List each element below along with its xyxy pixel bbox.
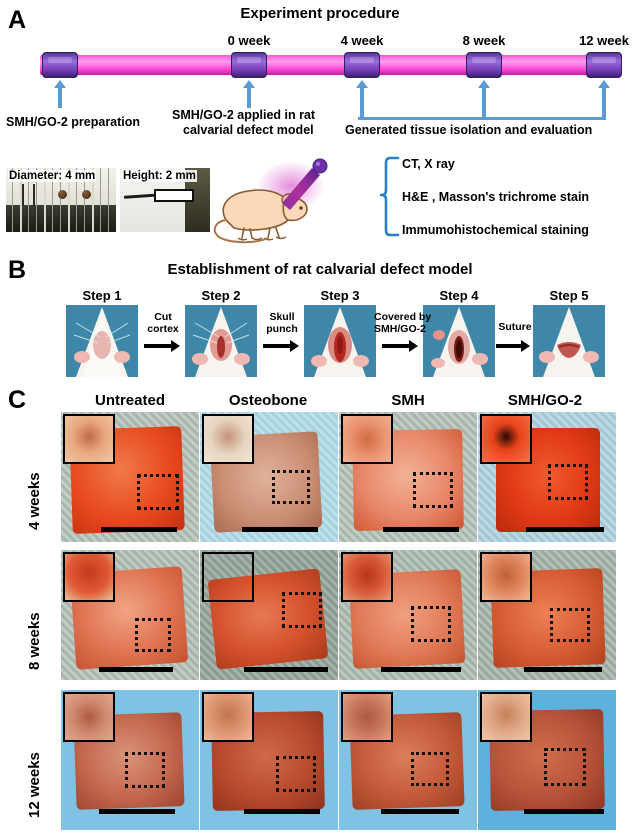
arrow-up-4week	[356, 80, 368, 120]
caption-applied-line2: calvarial defect model	[183, 123, 314, 137]
caption-preparation: SMH/GO-2 preparation	[6, 115, 141, 129]
step-photo-2	[185, 305, 257, 377]
cell-smhgo2-4weeks	[478, 412, 616, 542]
transition-caption-2: Skull punch	[259, 311, 305, 336]
cell-osteobone-4weeks	[200, 412, 338, 542]
panel-c-letter: C	[8, 386, 27, 414]
step-label-4: Step 4	[439, 288, 479, 303]
step-photo-3	[304, 305, 376, 377]
cell-smh-12weeks	[339, 690, 477, 830]
row-header-8weeks: 8 weeks	[26, 612, 43, 670]
panel-a-title: Experiment procedure	[240, 5, 400, 22]
transition-4-line1: Suture	[498, 321, 532, 333]
analysis-method-he-masson: H&E , Masson's trichrome stain	[402, 190, 590, 204]
transition-arrow-4	[496, 340, 530, 352]
step-label-1: Step 1	[82, 288, 122, 303]
rat-illustration	[208, 158, 358, 248]
timeline-block-12week[interactable]	[586, 52, 622, 78]
analysis-method-ihc: Immumohistochemical staining	[402, 223, 589, 237]
timeline-label-8week: 8 week	[462, 33, 506, 48]
evaluation-connector-line	[358, 117, 602, 120]
analysis-method-ct-xray: CT, X ray	[402, 157, 455, 171]
cell-osteobone-12weeks	[200, 690, 338, 830]
column-header-untreated: Untreated	[94, 392, 165, 409]
caption-applied-line1: SMH/GO-2 applied in rat	[172, 108, 316, 122]
step-photo-4	[423, 305, 495, 377]
panel-b-letter: B	[8, 256, 27, 284]
transition-2-line2: punch	[266, 322, 298, 335]
transition-1-line1: Cut	[154, 311, 172, 323]
cell-smh-4weeks	[339, 412, 477, 542]
step-photo-5	[533, 305, 605, 377]
transition-caption-3: Covered by SMH/GO-2	[374, 311, 431, 336]
cell-smhgo2-12weeks	[478, 690, 616, 830]
step-label-5: Step 5	[549, 288, 589, 303]
arrow-up-8week	[478, 80, 490, 120]
timeline-block-0week[interactable]	[231, 52, 267, 78]
column-header-osteobone: Osteobone	[228, 392, 308, 409]
transition-2-line1: Skull	[269, 311, 295, 323]
cell-untreated-4weeks	[61, 412, 199, 542]
timeline-bar	[40, 55, 620, 75]
timeline-block-4week[interactable]	[344, 52, 380, 78]
cell-smhgo2-8weeks	[478, 550, 616, 680]
cell-untreated-12weeks	[61, 690, 199, 830]
analysis-bracket	[372, 156, 400, 237]
panel-a-letter: A	[8, 6, 27, 34]
transition-arrow-2	[263, 340, 299, 352]
step-label-3: Step 3	[320, 288, 360, 303]
row-header-4weeks: 4 weeks	[26, 472, 43, 530]
timeline-label-0week: 0 week	[227, 33, 271, 48]
column-header-smh: SMH	[391, 392, 425, 409]
caption-evaluation: Generated tissue isolation and evaluatio…	[345, 123, 593, 137]
cell-smh-8weeks	[339, 550, 477, 680]
timeline-block-start[interactable]	[42, 52, 78, 78]
timeline-label-12week: 12 week	[579, 33, 629, 48]
row-header-12weeks: 12 weeks	[26, 752, 43, 818]
column-header-smhgo2: SMH/GO-2	[507, 392, 583, 409]
transition-caption-1: Cut cortex	[140, 311, 186, 336]
step-photo-1	[66, 305, 138, 377]
panel-b-title: Establishment of rat calvarial defect mo…	[167, 261, 473, 278]
transition-arrow-1	[144, 340, 180, 352]
transition-3-line2: SMH/GO-2	[374, 322, 426, 335]
cell-osteobone-8weeks	[200, 550, 338, 680]
transition-caption-4: Suture	[495, 321, 535, 334]
arrow-up-start	[54, 80, 66, 108]
transition-1-line2: cortex	[147, 322, 179, 335]
arrow-up-12week	[598, 80, 610, 120]
timeline-block-8week[interactable]	[466, 52, 502, 78]
arrow-up-0week	[243, 80, 255, 108]
transition-3-line1: Covered by	[374, 311, 432, 323]
photo-height-label: Height: 2 mm	[122, 170, 197, 182]
photo-diameter-label: Diameter: 4 mm	[8, 170, 97, 182]
cell-untreated-8weeks	[61, 550, 199, 680]
step-label-2: Step 2	[201, 288, 241, 303]
transition-arrow-3	[382, 340, 418, 352]
timeline-label-4week: 4 week	[340, 33, 384, 48]
